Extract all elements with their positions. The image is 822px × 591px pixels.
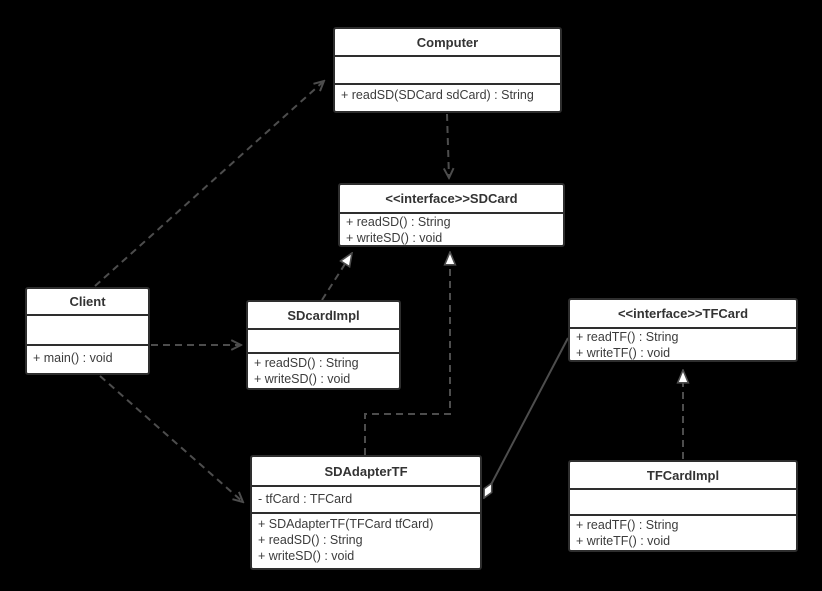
class-sdcardimpl-methods: + readSD() : String + writeSD() : void [248, 352, 399, 388]
attribute: - tfCard : TFCard [258, 492, 353, 506]
interface-sdcard-methods: + readSD() : String + writeSD() : void [340, 212, 563, 245]
class-client-methods: + main() : void [27, 344, 148, 373]
interface-sdcard-title: <<interface>>SDCard [385, 191, 518, 206]
realization-sdcardimpl-sdcard [321, 253, 352, 301]
class-computer: Computer + readSD(SDCard sdCard) : Strin… [333, 27, 562, 113]
class-sdadaptertf-methods: + SDAdapterTF(TFCard tfCard) + readSD() … [252, 512, 480, 568]
aggregation-sdadaptertf-tfcard [483, 337, 569, 498]
interface-tfcard-title: <<interface>>TFCard [617, 306, 749, 321]
method: + readSD() : String [346, 215, 451, 229]
class-tfcardimpl-methods: + readTF() : String + writeTF() : void [570, 514, 796, 550]
method: + readSD() : String [258, 533, 363, 547]
method: + writeSD() : void [258, 549, 355, 563]
method: + readSD() : String [254, 356, 359, 370]
dependency-client-computer [94, 81, 324, 287]
class-tfcardimpl-title: TFCardImpl [646, 467, 720, 483]
class-computer-attributes [335, 55, 560, 83]
dependency-computer-sdcard [447, 113, 449, 178]
interface-tfcard-methods: + readTF() : String + writeTF() : void [570, 327, 796, 360]
class-client-title: Client [69, 294, 106, 309]
class-client: Client + main() : void [25, 287, 150, 375]
class-sdadaptertf-title: SDAdapterTF [324, 463, 408, 479]
method: + writeTF() : void [576, 346, 671, 360]
method: + writeSD() : void [254, 372, 351, 386]
class-computer-title: Computer [416, 34, 479, 50]
method: + writeSD() : void [346, 231, 443, 245]
class-sdadaptertf: SDAdapterTF - tfCard : TFCard + SDAdapte… [250, 455, 482, 570]
method: + writeTF() : void [576, 534, 671, 548]
method: + readTF() : String [576, 518, 679, 532]
class-sdcardimpl-attributes [248, 328, 399, 352]
class-sdadaptertf-attributes: - tfCard : TFCard [252, 485, 480, 512]
method: + readSD(SDCard sdCard) : String [341, 88, 534, 102]
interface-sdcard: <<interface>>SDCard + readSD() : String … [338, 183, 565, 247]
class-sdcardimpl: SDcardImpl + readSD() : String + writeSD… [246, 300, 401, 390]
class-client-attributes [27, 314, 148, 344]
method: + readTF() : String [576, 330, 679, 344]
method: + main() : void [33, 351, 113, 365]
class-tfcardimpl: TFCardImpl + readTF() : String + writeTF… [568, 460, 798, 552]
class-tfcardimpl-attributes [570, 488, 796, 514]
method: + SDAdapterTF(TFCard tfCard) [258, 517, 434, 531]
dependency-client-sdadaptertf [99, 375, 243, 502]
class-computer-methods: + readSD(SDCard sdCard) : String [335, 83, 560, 111]
interface-tfcard: <<interface>>TFCard + readTF() : String … [568, 298, 798, 362]
class-sdcardimpl-title: SDcardImpl [287, 307, 360, 323]
realization-sdadaptertf-sdcard [364, 252, 450, 455]
